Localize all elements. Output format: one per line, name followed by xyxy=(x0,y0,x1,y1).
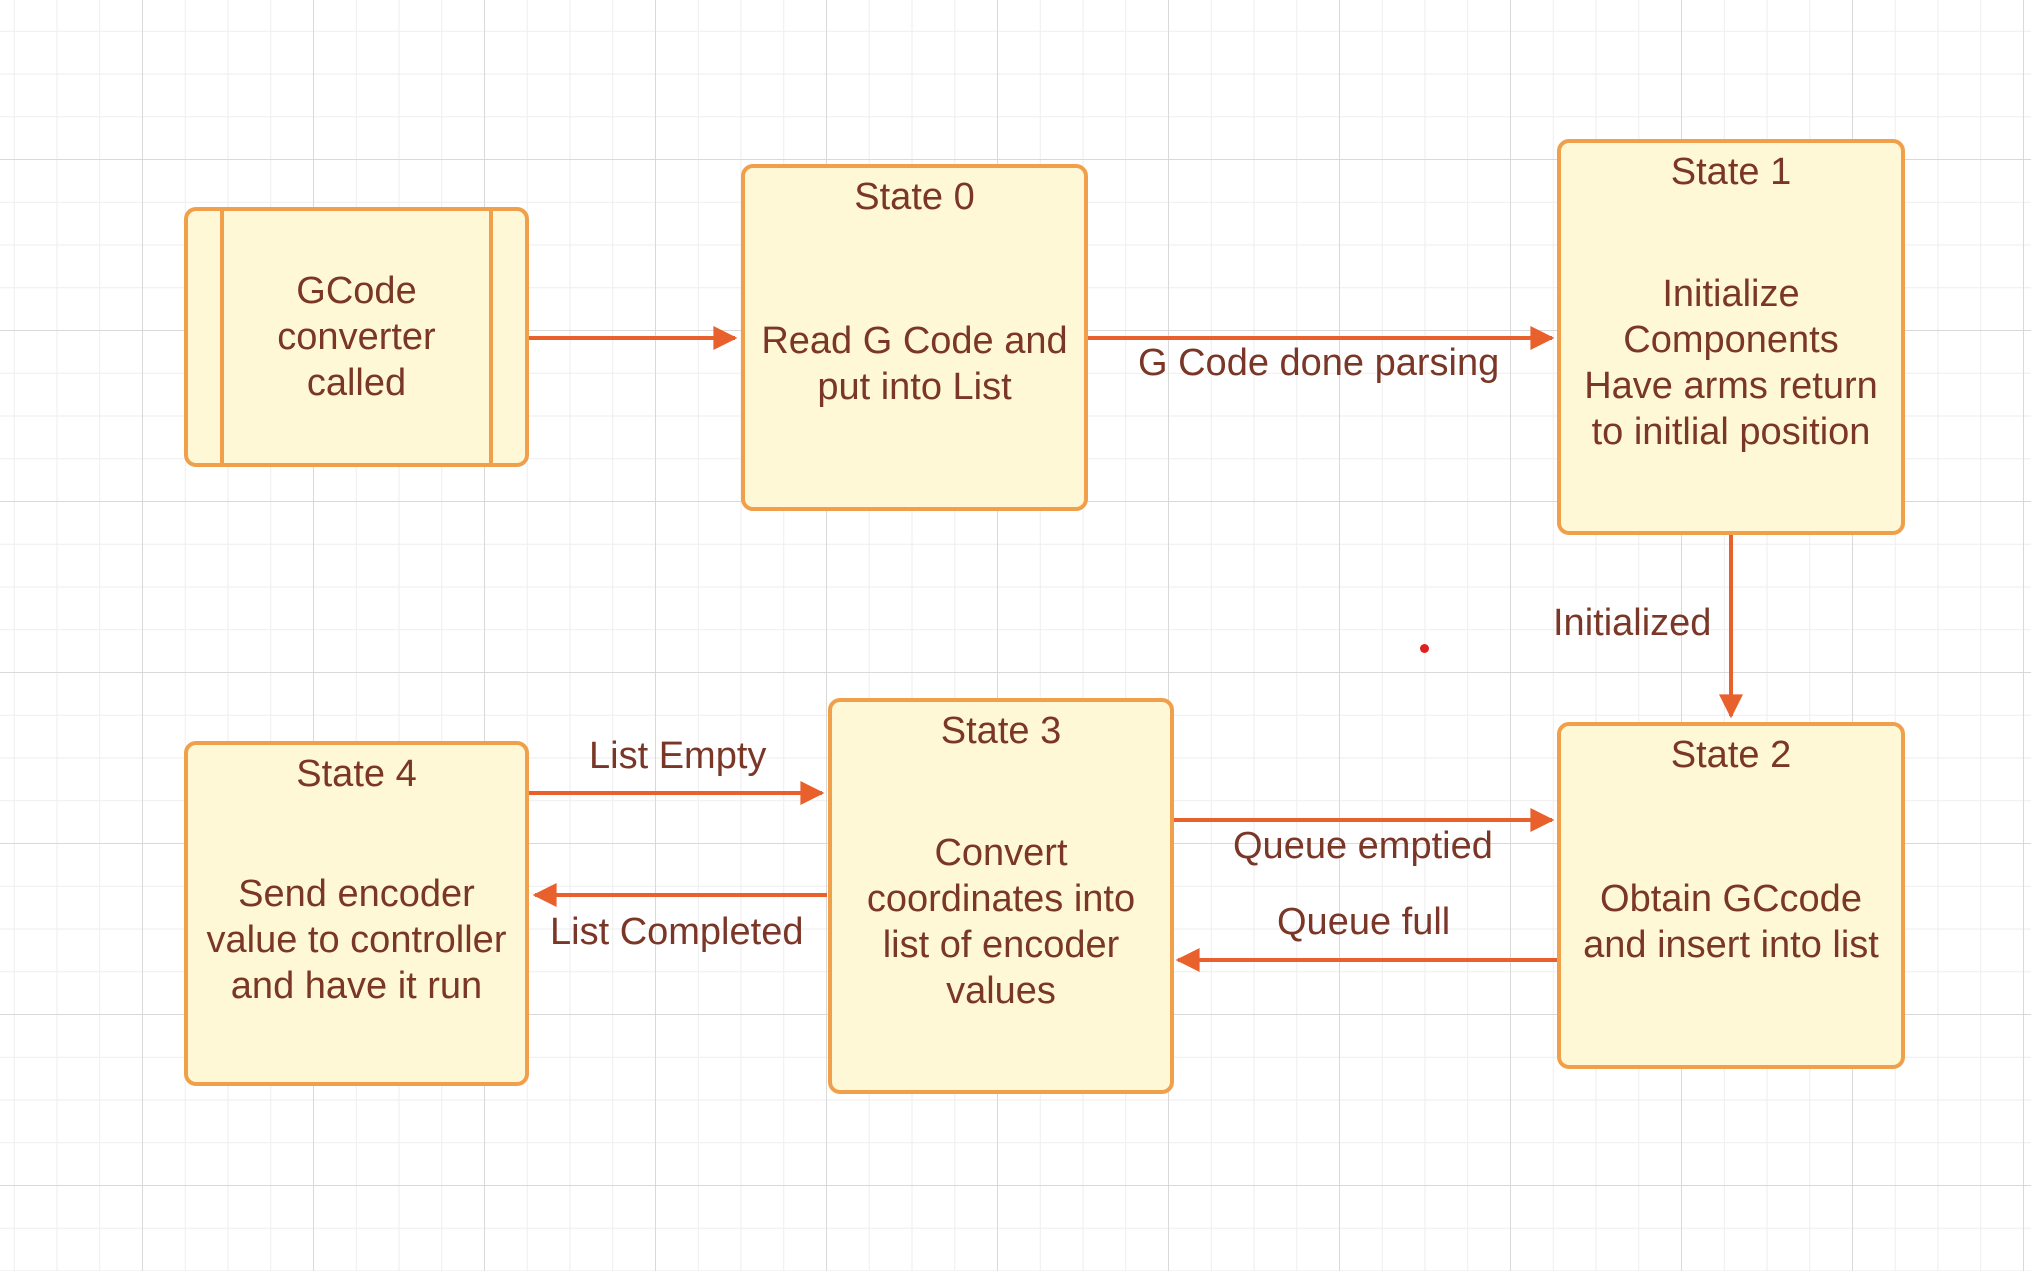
state0-body: Read G Code and put into List xyxy=(761,319,1068,408)
stray-dot xyxy=(1420,644,1429,653)
start-node: GCode converter called xyxy=(184,207,529,467)
state3-title: State 3 xyxy=(940,710,1062,752)
state3-body: Convert coordinates into list of encoder… xyxy=(866,832,1136,1012)
state2-node: State 2 Obtain GCcode and insert into li… xyxy=(1557,722,1905,1069)
edge-label-g-code-done-parsing: G Code done parsing xyxy=(1138,342,1500,384)
edge-label-initialized: Initialized xyxy=(1553,602,1712,644)
state2-body: Obtain GCcode and insert into list xyxy=(1583,877,1879,966)
edge-label-queue-emptied: Queue emptied xyxy=(1233,825,1493,867)
state1-title: State 1 xyxy=(1670,151,1792,193)
state0-node: State 0 Read G Code and put into List xyxy=(741,164,1088,511)
state3-node: State 3 Convert coordinates into list of… xyxy=(828,698,1174,1094)
start-node-left-bar xyxy=(220,211,224,463)
state4-title: State 4 xyxy=(296,753,417,795)
start-node-label: GCode converter called xyxy=(277,270,436,404)
state0-title: State 0 xyxy=(854,176,975,218)
start-node-right-bar xyxy=(489,211,493,463)
edge-label-list-completed: List Completed xyxy=(550,911,804,953)
state1-body: Initialize Components Have arms return t… xyxy=(1584,273,1878,453)
state2-title: State 2 xyxy=(1670,734,1792,776)
state4-node: State 4 Send encoder value to controller… xyxy=(184,741,529,1086)
state1-node: State 1 Initialize Components Have arms … xyxy=(1557,139,1905,535)
edge-label-queue-full: Queue full xyxy=(1277,901,1451,943)
state4-body: Send encoder value to controller and hav… xyxy=(206,872,507,1007)
edge-label-list-empty: List Empty xyxy=(589,735,767,777)
